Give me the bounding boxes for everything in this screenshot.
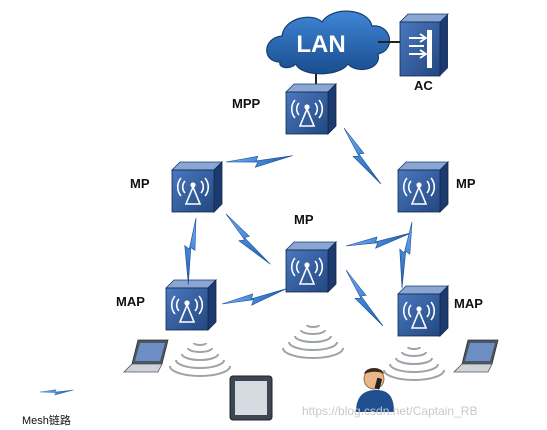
- mesh-link-icon: [221, 265, 288, 328]
- laptop-icon: [453, 339, 499, 373]
- mesh-link-icon: [167, 217, 217, 285]
- mp-center-access-point: [285, 241, 337, 293]
- wireless-signal-icon: [383, 346, 445, 381]
- wireless-signal-icon: [282, 324, 344, 359]
- mesh-link-icon: [225, 129, 294, 188]
- mp-left-access-point: [171, 161, 223, 213]
- map-right-access-point: [397, 285, 449, 337]
- lan-cloud: LAN: [266, 10, 391, 75]
- ac-label: AC: [414, 78, 433, 93]
- mesh-link-icon: [383, 221, 431, 289]
- tablet-icon: [229, 375, 273, 421]
- mesh-link-icon: [330, 269, 399, 327]
- mp-right-access-point: [397, 161, 449, 213]
- mp-left-label: MP: [130, 176, 150, 191]
- laptop-icon: [123, 339, 169, 373]
- wireless-signal-icon: [169, 342, 231, 377]
- phone-user-icon: [356, 368, 394, 412]
- mpp-label: MPP: [232, 96, 261, 111]
- mesh-link-icon: [214, 213, 282, 265]
- map-right-label: MAP: [454, 296, 483, 311]
- cloud-icon: [266, 10, 391, 75]
- mp-right-label: MP: [456, 176, 476, 191]
- ac-controller-icon: [399, 13, 449, 77]
- lan-label: LAN: [296, 31, 345, 58]
- mpp-access-point: [285, 83, 337, 135]
- map-left-access-point: [165, 279, 217, 331]
- legend-label: Mesh链路: [22, 415, 71, 427]
- mp-center-label: MP: [294, 212, 314, 227]
- mesh-link-icon: [39, 376, 74, 406]
- mesh-link-icon: [328, 127, 397, 185]
- map-left-label: MAP: [116, 294, 145, 309]
- watermark-text: https://blog.csdn.net/Captain_RB: [302, 404, 478, 418]
